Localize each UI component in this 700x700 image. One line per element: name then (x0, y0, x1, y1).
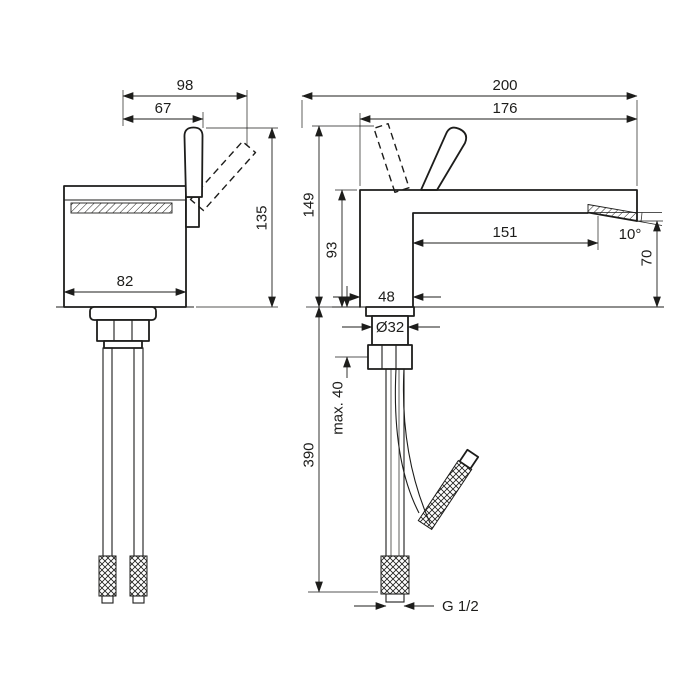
front-hose-right (133, 347, 144, 557)
side-washer (365, 306, 415, 317)
dim-label-82: 82 (117, 273, 134, 290)
dim-label-98: 98 (177, 77, 194, 94)
dim-label-200: 200 (492, 77, 517, 94)
front-spout-opening (70, 202, 173, 214)
side-nut-facets (381, 345, 397, 369)
dim-side-total-depth: 200 (301, 77, 638, 186)
side-mounting-nut (367, 344, 413, 370)
front-view: 98 67 135 82 (56, 77, 278, 604)
dim-side-clearance: 70 (637, 220, 663, 308)
front-hose-left-braid (98, 555, 117, 597)
dim-side-spout-height: 93 (324, 189, 357, 308)
dim-front-handle-height: 135 (196, 127, 278, 308)
front-handle-alt-position (189, 140, 257, 212)
dim-front-handle-width: 67 (122, 100, 204, 128)
side-hose-end-fitting (385, 593, 405, 603)
side-hose-inner-lines (390, 369, 400, 556)
side-hose-braid (380, 555, 410, 595)
dim-label-10deg: 10° (619, 226, 642, 243)
side-hose-flex-curve-2 (402, 368, 431, 524)
front-mounting-nut (96, 319, 150, 342)
side-hose-flex-braid (417, 459, 473, 531)
side-view: 200 176 149 93 151 10° (301, 77, 664, 615)
dim-side-body-depth: 48 (333, 289, 441, 306)
dim-side-spout-angle: 10° (587, 212, 663, 243)
dim-label-151: 151 (492, 224, 517, 241)
dim-label-390: 390 (301, 442, 318, 467)
dim-label-176: 176 (492, 100, 517, 117)
dim-side-total-height: 149 (301, 125, 374, 308)
front-hose-right-fitting (132, 595, 145, 604)
dim-label-d32: Ø32 (376, 319, 404, 336)
dim-side-connection-thread: G 1/2 (354, 598, 479, 615)
dim-label-149: 149 (301, 192, 318, 217)
front-nut-facets (113, 320, 133, 341)
dim-side-spout-depth: 176 (359, 100, 638, 186)
front-hose-left (102, 347, 113, 557)
dim-label-48: 48 (378, 289, 395, 306)
dim-side-hose-length: 390 (301, 306, 378, 593)
side-spout-underside (412, 212, 589, 308)
dim-label-67: 67 (155, 100, 172, 117)
dim-side-max-thickness: max. 40 (330, 286, 368, 435)
front-base-flange (89, 306, 157, 321)
side-hose-flex-curve-1 (394, 368, 420, 514)
side-hose-flex-fitting (458, 448, 480, 470)
side-handle-lever (420, 126, 468, 191)
front-hose-left-fitting (101, 595, 114, 604)
side-handle-alt-position (373, 122, 410, 194)
dim-label-135: 135 (254, 205, 271, 230)
dim-front-body-width: 82 (63, 273, 187, 296)
front-handle-lever (183, 126, 204, 198)
dim-label-70: 70 (639, 250, 656, 267)
front-hose-right-braid (129, 555, 148, 597)
dim-label-max40: max. 40 (330, 381, 347, 434)
dim-label-93: 93 (324, 242, 341, 259)
dim-side-shank-diameter: Ø32 (342, 319, 440, 336)
dim-side-spout-reach: 151 (412, 216, 599, 250)
dim-label-g12: G 1/2 (442, 598, 479, 615)
side-body-and-spout-top (359, 189, 638, 308)
front-collar (103, 340, 143, 349)
